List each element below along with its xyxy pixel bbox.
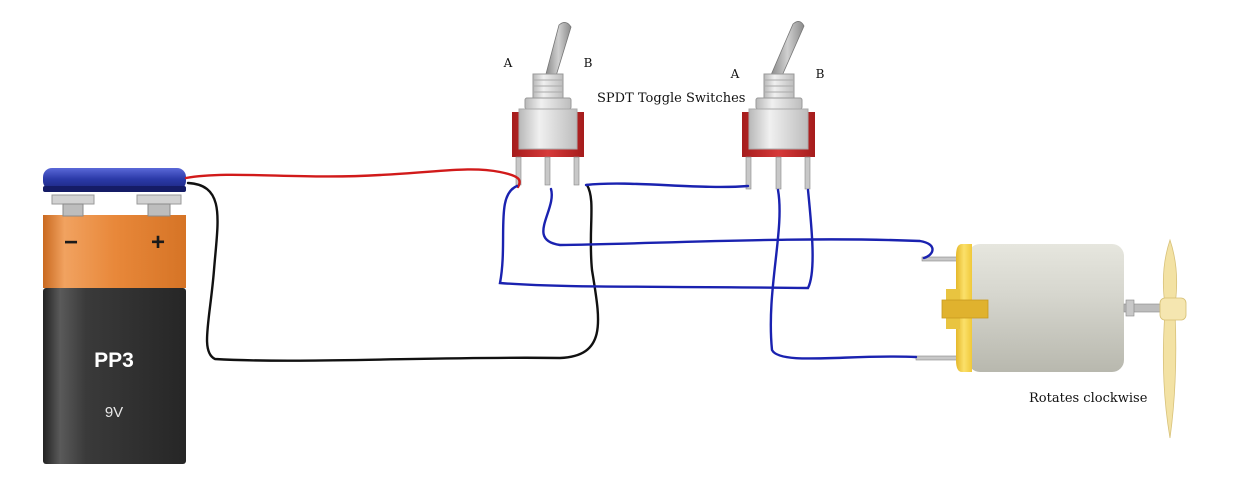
wire-signal-3	[584, 182, 750, 189]
battery-plus-symbol: +	[151, 229, 165, 256]
battery-body	[43, 288, 186, 464]
toggle-switch-left: A B	[503, 22, 593, 186]
toggle-switch-right: A B	[730, 21, 825, 190]
wire-signal-1	[498, 184, 814, 290]
wire-positive	[184, 168, 521, 189]
switch-left-terminal-b: B	[584, 56, 593, 70]
wires	[184, 168, 934, 362]
battery-snap-cap	[43, 168, 186, 190]
battery-top-band	[43, 215, 186, 288]
switch-left-terminal-a: A	[503, 56, 513, 70]
battery-pp3: − + PP3 9V	[43, 168, 186, 464]
motor-caption: Rotates clockwise	[1029, 391, 1148, 406]
battery-terminal-negative	[51, 194, 95, 217]
battery-voltage-label: 9V	[105, 404, 123, 421]
wire-signal-2	[542, 187, 934, 260]
battery-type-label: PP3	[94, 349, 134, 372]
switch-right-terminal-a: A	[730, 67, 740, 81]
motor-can	[968, 244, 1124, 372]
wire-negative	[186, 181, 600, 362]
switch-right-terminal-b: B	[816, 67, 825, 81]
dc-motor	[915, 238, 1187, 439]
battery-terminal-positive	[136, 194, 182, 217]
toggle-lever-icon	[770, 21, 805, 79]
wire-signal-4	[769, 188, 918, 360]
toggle-lever-icon	[545, 22, 572, 77]
propeller-icon	[1159, 238, 1187, 439]
switches-caption: SPDT Toggle Switches	[597, 91, 745, 106]
battery-minus-symbol: −	[64, 229, 78, 256]
